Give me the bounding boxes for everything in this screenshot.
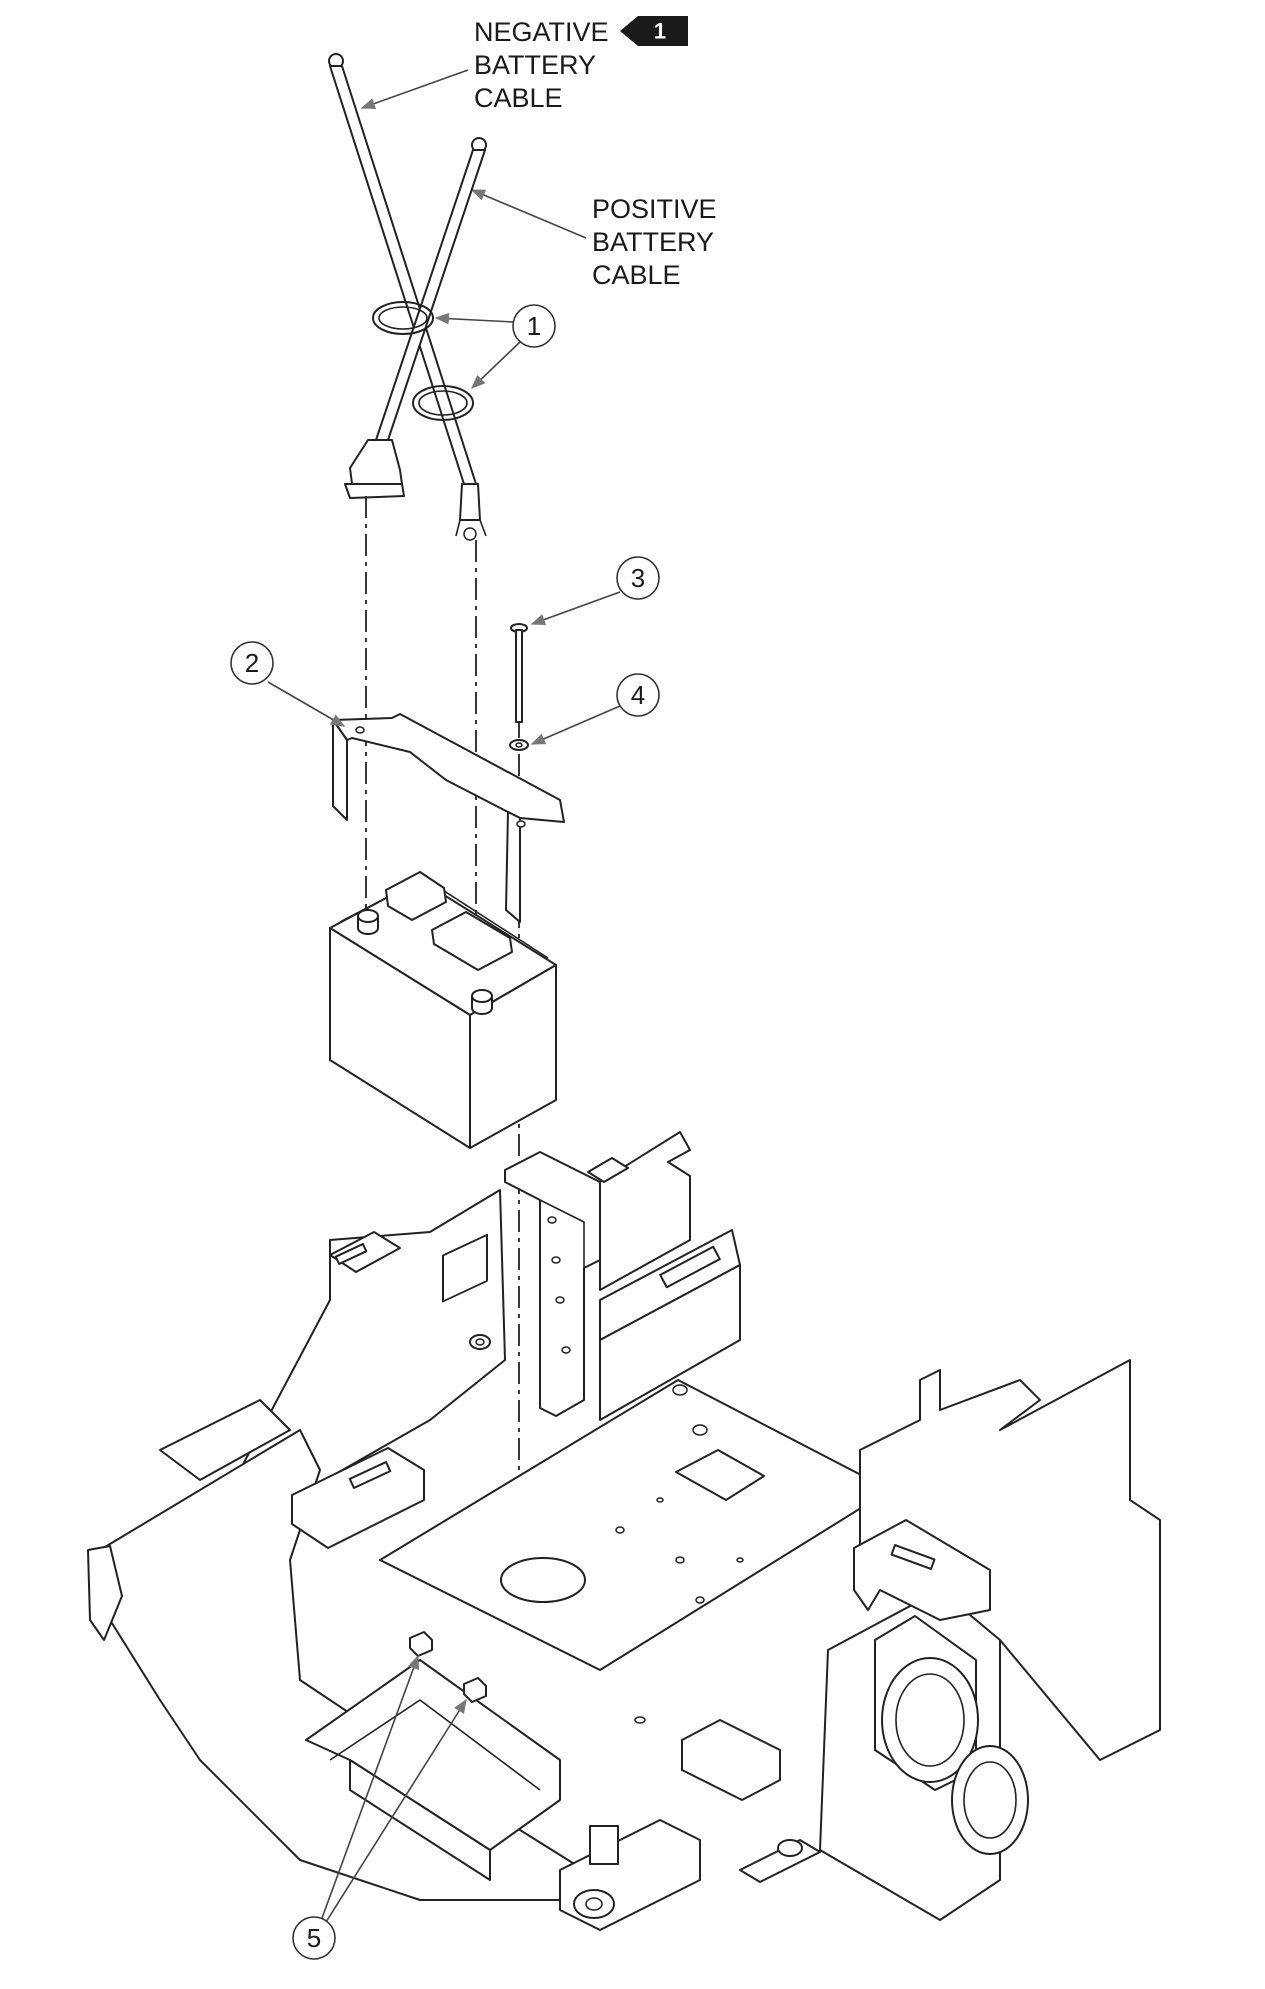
callout-2-number: 2 [245, 648, 259, 678]
callout-3-number: 3 [631, 563, 645, 593]
callout-4-number: 4 [631, 680, 645, 710]
cable-tie-upper [372, 301, 434, 335]
negative-battery-cable-label: NEGATIVE BATTERY CABLE 1 [360, 16, 688, 113]
reference-tag-number: 1 [654, 19, 666, 44]
callout-5: 5 [292, 1654, 467, 1960]
cable-tie-lower [412, 385, 474, 421]
terminal-nut-upper [409, 1631, 433, 1657]
callout-5-number: 5 [307, 1923, 321, 1953]
positive-label-line1: POSITIVE [592, 194, 717, 224]
positive-battery-cable-label: POSITIVE BATTERY CABLE [470, 189, 717, 290]
negative-label-line1: NEGATIVE [474, 17, 609, 47]
reference-tag: 1 [620, 16, 688, 46]
negative-label-line3: CABLE [474, 83, 563, 113]
battery [329, 871, 557, 1149]
flat-washer [509, 739, 529, 751]
positive-battery-cable [344, 137, 487, 499]
negative-label-line2: BATTERY [474, 50, 596, 80]
positive-label-line2: BATTERY [592, 227, 714, 257]
hold-down-bolt [510, 623, 528, 723]
positive-label-line3: CABLE [592, 260, 681, 290]
terminal-nut-lower [463, 1677, 487, 1703]
callout-2: 2 [230, 641, 346, 727]
callout-4: 4 [530, 673, 660, 745]
callout-1: 1 [434, 304, 556, 389]
callout-3: 3 [530, 556, 660, 625]
callout-1-number: 1 [527, 311, 541, 341]
battery-hold-down-bracket [332, 713, 565, 923]
tractor-frame [87, 1131, 1161, 1931]
negative-battery-cable [328, 53, 487, 541]
